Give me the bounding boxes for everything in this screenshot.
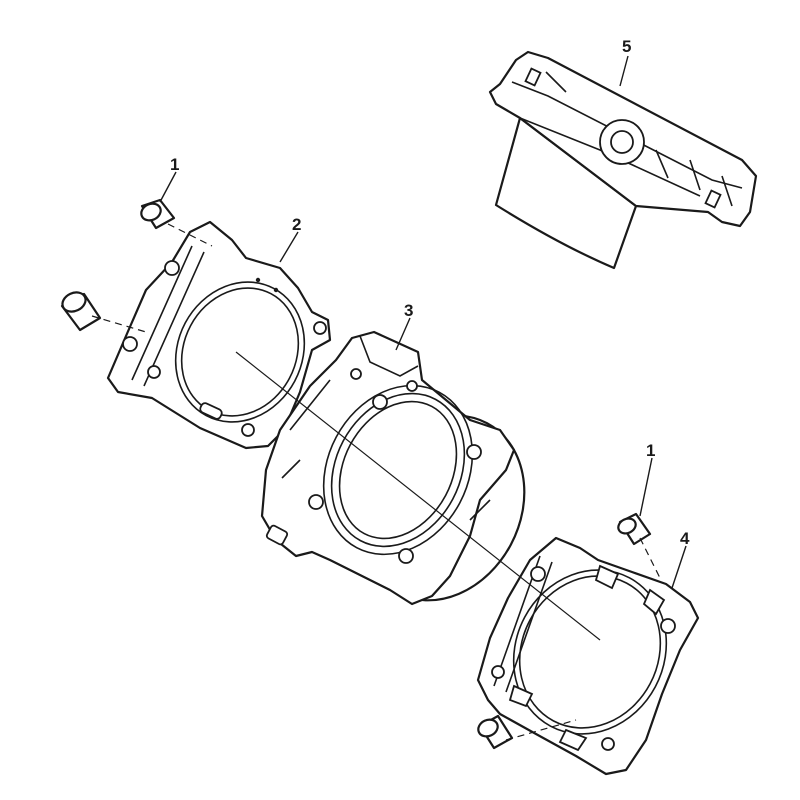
- dowel-pin-right-lower: [477, 714, 514, 750]
- callout-dowel-right: 1: [646, 441, 655, 460]
- callout-dowel-top: 1: [170, 155, 179, 174]
- dowel-pin-lower: [60, 291, 102, 332]
- callout-base-gasket: 2: [292, 215, 301, 234]
- base-gasket-part: [106, 220, 332, 450]
- cylinder-liner-part: [488, 50, 758, 270]
- callout-head-gasket: 4: [680, 529, 690, 548]
- callout-leaders: [159, 55, 687, 589]
- cylinder-part: [260, 330, 526, 606]
- dowel-pin-upper: [140, 198, 176, 230]
- dowel-pin-right-upper: [617, 512, 652, 546]
- callout-cylinder-liner: 5: [622, 37, 631, 56]
- head-gasket-part: [476, 536, 700, 776]
- assembly-axis: [91, 223, 661, 741]
- callout-cylinder: 3: [404, 301, 413, 320]
